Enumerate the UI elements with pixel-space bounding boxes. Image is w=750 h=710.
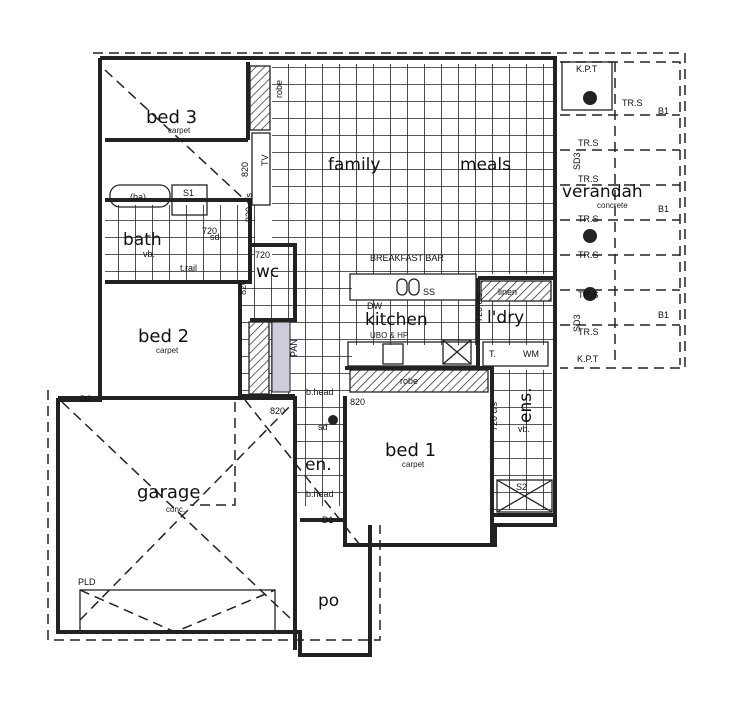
- room-porch: po: [318, 591, 339, 611]
- room-garage: garage: [137, 482, 200, 503]
- room-bed2: bed 2: [138, 326, 189, 347]
- shower: [171, 184, 208, 216]
- dw-label: DW: [367, 301, 382, 311]
- sd3-label: SD3: [572, 152, 582, 170]
- roofline: [93, 52, 686, 369]
- tv-label: TV: [260, 154, 270, 166]
- cooktop: [382, 343, 404, 365]
- linen-cupboard: [480, 280, 552, 302]
- kitchen-note: UBO & HP: [370, 331, 408, 340]
- sd-label: sd: [210, 232, 220, 242]
- robe-bed1: [349, 369, 489, 393]
- door-720: 720: [255, 250, 270, 260]
- robe-label: robe: [400, 376, 418, 386]
- verandah-floor: concrete: [597, 201, 628, 210]
- door-820: 820: [350, 397, 365, 407]
- s2-label: S2: [516, 482, 527, 492]
- door-720: 720: [202, 226, 217, 236]
- breakfast-bench: [349, 273, 477, 301]
- verandah: [560, 61, 681, 365]
- robe-bed2: [248, 321, 270, 395]
- tiled-floor: [105, 64, 555, 510]
- room-bed1: bed 1: [385, 440, 436, 461]
- fridge-space: [442, 339, 472, 365]
- bed3-floor: carpet: [168, 126, 191, 135]
- breakfast-bar-label: BREAKFAST BAR: [370, 253, 444, 263]
- shower-ens: [496, 479, 553, 513]
- sd3-label: SD3: [572, 314, 582, 332]
- room-en: en.: [305, 455, 332, 475]
- b1-label: B1: [658, 106, 669, 116]
- wm-label: WM: [523, 349, 539, 359]
- room-meals: meals: [460, 155, 511, 175]
- trs-label: TR.S: [578, 327, 599, 337]
- trs-label: TR.S: [578, 214, 599, 224]
- b1-label: B1: [658, 204, 669, 214]
- bed1-floor: carpet: [402, 460, 425, 469]
- bed2-floor: carpet: [156, 346, 179, 355]
- room-ens: ens.: [516, 388, 536, 424]
- room-kitchen: kitchen: [365, 310, 428, 330]
- trs-label: TR.S: [578, 138, 599, 148]
- pld-label: PLD: [78, 577, 96, 587]
- laundry-bench: [482, 341, 549, 367]
- room-bath: bath: [123, 230, 162, 250]
- door-720cs: 720 c/s: [489, 401, 499, 431]
- bath-tub-label: (ba): [130, 192, 146, 202]
- door-820: 820: [238, 280, 248, 295]
- trs-label: TR.S: [578, 250, 599, 260]
- robe-bed3: [249, 65, 271, 131]
- cooktop-bench: [347, 341, 479, 367]
- kpt-label-bottom: K.P.T: [577, 354, 599, 364]
- garage-door: [79, 589, 276, 633]
- trough-label: T.: [489, 349, 496, 359]
- door-820: 820: [270, 406, 285, 416]
- bhead-label: b.head: [306, 387, 334, 397]
- door-820: 820: [240, 162, 250, 177]
- sd-label: sd: [318, 422, 328, 432]
- vb-label: vb.: [143, 249, 155, 259]
- room-wc: wc: [256, 262, 279, 282]
- room-bed3: bed 3: [146, 107, 197, 128]
- b1-label: B1: [658, 310, 669, 320]
- pan-label: PAN: [289, 339, 299, 357]
- pantry: [271, 321, 291, 393]
- linen-label: linen: [498, 287, 517, 297]
- bathtub: [109, 184, 171, 208]
- trs-label: TR.S: [578, 290, 599, 300]
- garage-floor: conc.: [166, 505, 185, 514]
- tv-unit: [251, 132, 271, 206]
- trail-label: t.rail: [180, 263, 197, 273]
- room-family: family: [328, 155, 380, 175]
- door-820cs: 820 c/s: [244, 192, 254, 222]
- vb-label: vb.: [518, 424, 530, 434]
- s1-label: S1: [183, 188, 194, 198]
- d1-label: D1: [322, 515, 334, 525]
- robe-label: robe: [274, 80, 284, 98]
- room-laundry: l'dry: [487, 308, 524, 328]
- door-720cs: 720 c/s: [474, 292, 484, 322]
- sink-label: SS: [423, 287, 435, 297]
- d2-label: D2: [80, 394, 92, 404]
- trs-label: TR.S: [622, 98, 643, 108]
- trs-label: TR.S: [578, 174, 599, 184]
- room-verandah: verandah: [562, 182, 643, 202]
- kpt-label-top: K.P.T: [576, 64, 598, 74]
- roofline-garage: [47, 390, 381, 641]
